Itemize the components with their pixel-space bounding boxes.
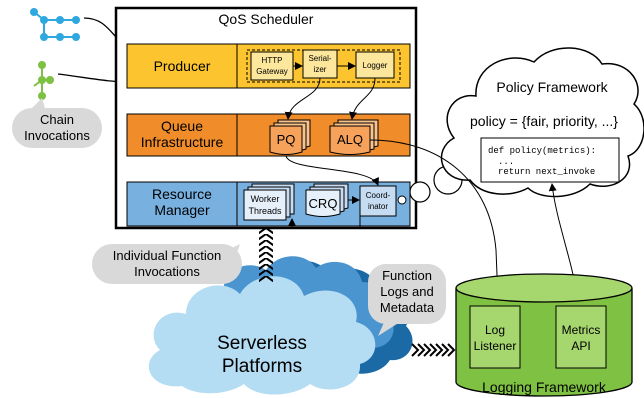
queue-label-line1: Queue (161, 118, 203, 134)
alq-queue: ALQ (329, 119, 379, 155)
policy-code-box (480, 137, 620, 183)
function-logs-line3: Metadata (380, 300, 435, 315)
policy-code-line3: return next_invoke (498, 167, 595, 177)
metrics-api-line1: Metrics (562, 323, 601, 337)
log-listener-line2: Listener (474, 339, 517, 353)
logger-box (355, 51, 395, 79)
policy-formula: policy = {fair, priority, ...} (470, 113, 618, 129)
pq-to-coordinator-arrow (285, 155, 379, 186)
worker-threads: Worker Threads (243, 183, 295, 221)
function-logs-bubble: Function Logs and Metadata (368, 264, 446, 336)
function-logs-line1: Function (382, 268, 432, 283)
pq-label: PQ (277, 132, 296, 147)
serializer-line1: Serial- (308, 54, 331, 63)
individual-invocations-line2: Invocations (134, 264, 200, 279)
qos-scheduler-title: QoS Scheduler (219, 11, 314, 27)
logger-to-alq-arrow (349, 77, 376, 120)
individual-invocations-bubble: Individual Function Invocations (92, 244, 242, 284)
worker-threads-line1: Worker (251, 194, 280, 204)
http-gateway-line1: HTTP (262, 56, 283, 65)
pq-queue: PQ (269, 119, 311, 155)
policy-code-line1: def policy(metrics): (488, 146, 596, 156)
crq-label: CRQ (309, 196, 338, 211)
queue-band: Queue Infrastructure PQ ALQ (126, 113, 411, 157)
resource-band: Resource Manager Worker Threads CRQ Coor… (126, 181, 411, 229)
worker-threads-line2: Threads (248, 206, 282, 216)
coordinator-line1: Coord- (366, 191, 391, 200)
logging-framework: Logging Framework Log Listener Metrics A… (455, 273, 633, 397)
chain-graph-icon-green (33, 61, 54, 100)
serverless-cloud: Serverless Platforms (148, 256, 413, 395)
logs-chevron-arrow (411, 343, 456, 357)
resource-label-line1: Resource (152, 186, 212, 202)
http-gateway-line2: Gateway (256, 67, 288, 76)
queue-label-line2: Infrastructure (141, 134, 224, 150)
crq-queue: CRQ (305, 183, 349, 217)
individual-invocations-line1: Individual Function (113, 248, 221, 263)
function-logs-line2: Logs and (380, 284, 434, 299)
logger-label: Logger (363, 61, 388, 70)
invocation-chevron-arrow (259, 228, 273, 282)
chain-graph-icon-blue (30, 8, 80, 41)
policy-code-line2: ... (498, 157, 514, 167)
producer-band: Producer HTTP Gateway Serial- izer Logge… (126, 43, 411, 89)
coordinator-port (397, 195, 407, 205)
alq-to-log-listener-arrow (369, 139, 502, 301)
serializer-to-pq-arrow (284, 77, 321, 120)
coordinator-box (359, 185, 397, 217)
chain-invocations-line2: Invocations (24, 128, 90, 143)
chain-invocations-line1: Chain (40, 112, 74, 127)
alq-label: ALQ (337, 132, 363, 147)
policy-title: Policy Framework (496, 79, 608, 95)
resource-label-line2: Manager (154, 202, 210, 218)
metrics-api-box (555, 305, 607, 369)
serializer-box (302, 49, 338, 79)
log-listener-box (469, 305, 521, 369)
producer-label: Producer (154, 58, 211, 74)
logging-title: Logging Framework (482, 379, 607, 395)
thought-bubble-small (409, 181, 431, 203)
metrics-api-line2: API (571, 339, 590, 353)
serializer-line2: izer (314, 65, 327, 74)
serverless-line2: Platforms (222, 356, 302, 377)
coordinator-line2: inator (368, 202, 388, 211)
chain-invocations-bubble: Chain Invocations (12, 98, 102, 148)
log-listener-line1: Log (485, 323, 505, 337)
serverless-line1: Serverless (217, 333, 307, 354)
policy-framework-cloud: Policy Framework policy = {fair, priorit… (440, 47, 644, 198)
